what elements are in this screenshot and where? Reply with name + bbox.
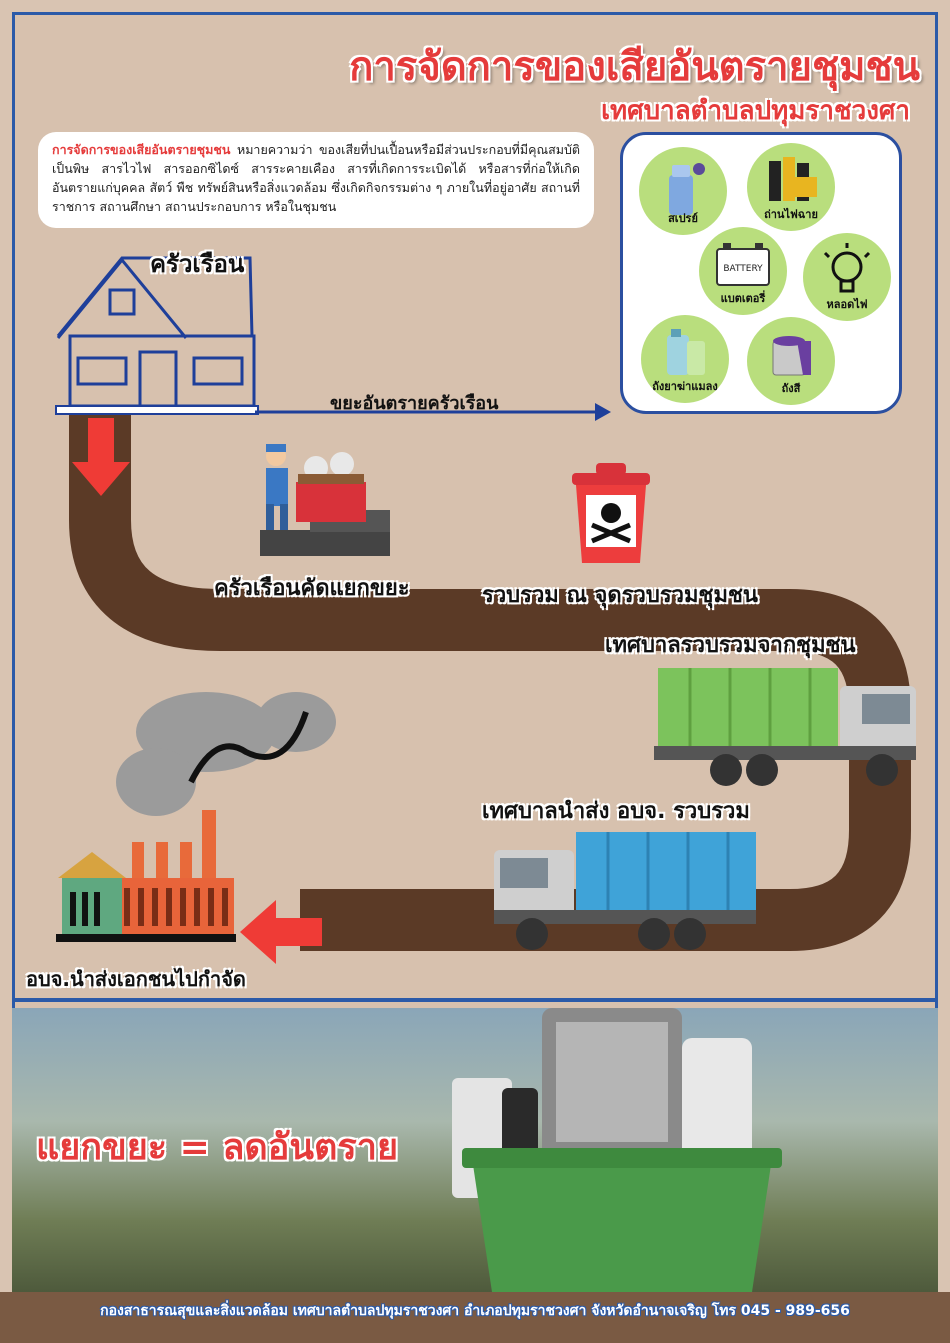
hazard-item-bulb: หลอดไฟ	[803, 233, 891, 321]
household-waste-arrow	[255, 403, 611, 421]
battery-text: BATTERY	[723, 264, 763, 274]
bottom-banner	[12, 1008, 938, 1292]
hazard-item-label: ถ่านไฟฉาย	[764, 208, 818, 221]
hazard-items-box: สเปรย์ ถ่านไฟฉาย BATTERY แบตเตอรี่	[620, 132, 902, 414]
footer-contact: กองสาธารณสุขและสิ่งแวดล้อม เทศบาลตำบลปทุ…	[100, 1303, 850, 1319]
page-subtitle: เทศบาลตำบลปทุมราชวงศา	[601, 96, 910, 126]
green-truck-icon	[654, 668, 916, 786]
e-waste-bin-icon	[452, 1008, 782, 1292]
household-waste-label: ขยะอันตรายครัวเรือน	[330, 393, 499, 414]
house-icon	[55, 256, 259, 415]
hazard-item-label: หลอดไฟ	[826, 298, 868, 311]
brown-road	[69, 410, 911, 951]
blue-truck-icon	[494, 832, 756, 950]
worker-sorting-icon	[260, 444, 390, 556]
sorting-label: ครัวเรือนคัดแยกขยะ	[214, 576, 410, 601]
battery-cells-icon	[769, 157, 817, 201]
hazard-item-pesticide: ถังยาฆ่าแมลง	[641, 315, 729, 403]
municipal-collect-label: เทศบาลรวบรวมจากชุมชน	[605, 633, 856, 658]
hazard-item-cells: ถ่านไฟฉาย	[747, 143, 835, 231]
household-label: ครัวเรือน	[150, 250, 245, 278]
pesticide-bottle-icon	[667, 329, 705, 375]
section-divider	[12, 998, 938, 1002]
hazard-item-label: แบตเตอรี่	[720, 292, 766, 305]
slogan: แยกขยะ = ลดอันตราย	[36, 1127, 399, 1168]
hazard-item-spray: สเปรย์	[639, 147, 727, 235]
hazard-item-label: ถังสี	[781, 382, 801, 395]
light-bulb-icon	[823, 243, 871, 293]
collect-point-label: รวบรวม ณ จุดรวบรวมชุมชน	[482, 583, 758, 608]
left-arrow-icon	[240, 900, 322, 964]
process-path	[69, 410, 911, 951]
down-arrow-icon	[72, 418, 130, 496]
factory-icon	[56, 692, 336, 942]
spray-can-icon	[669, 163, 705, 215]
paint-bucket-icon	[772, 336, 811, 376]
hazard-item-paint: ถังสี	[747, 317, 835, 405]
hazard-item-label: ถังยาฆ่าแมลง	[652, 380, 718, 393]
car-battery-icon: BATTERY	[716, 243, 770, 286]
definition-text: หมายความว่า ของเสียที่ปนเปื้อนหรือมีส่วน…	[52, 142, 580, 214]
deliver-label: เทศบาลนำส่ง อบจ. รวบรวม	[482, 799, 750, 824]
dispose-label: อบจ.นำส่งเอกชนไปกำจัด	[26, 967, 246, 991]
page-title: การจัดการของเสียอันตรายชุมชน	[349, 44, 920, 90]
hazardous-bin-icon	[572, 463, 650, 563]
hazard-item-label: สเปรย์	[668, 212, 698, 225]
definition-term: การจัดการของเสียอันตรายชุมชน	[52, 142, 231, 157]
hazard-item-car-battery: BATTERY แบตเตอรี่	[699, 227, 787, 315]
footer-bar	[0, 1292, 950, 1343]
definition-box: การจัดการของเสียอันตรายชุมชน หมายความว่า…	[38, 132, 594, 228]
